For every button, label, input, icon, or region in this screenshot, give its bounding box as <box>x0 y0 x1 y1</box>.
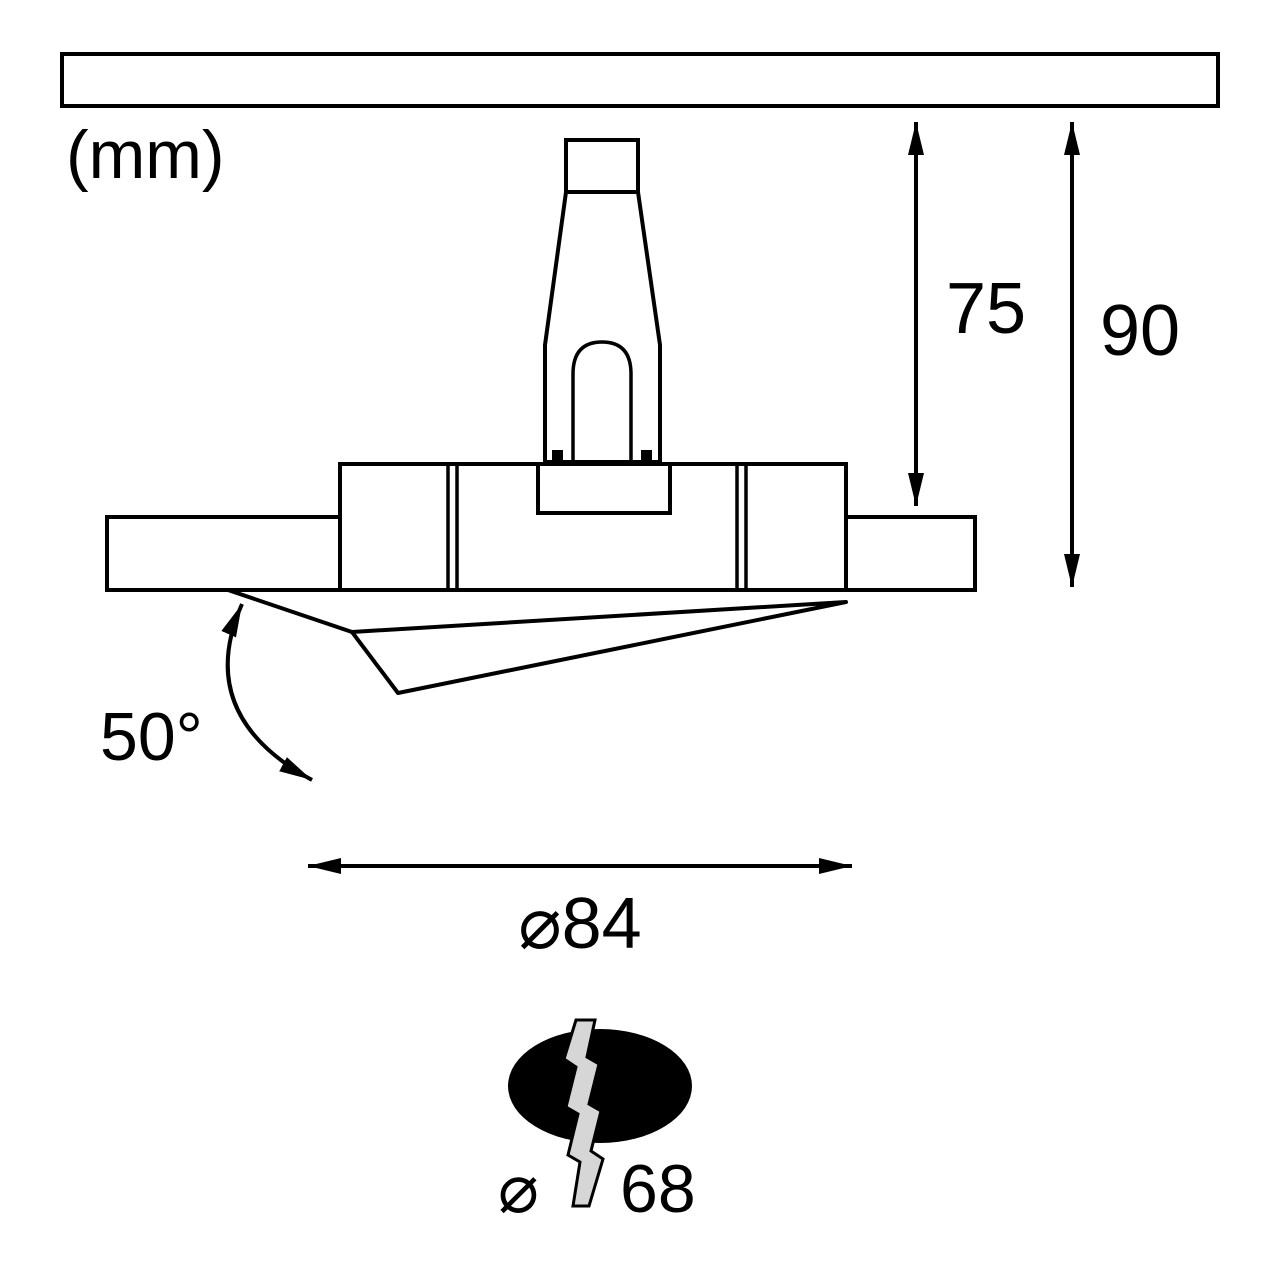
tilt-angle-label: 50° <box>100 699 203 775</box>
cutout-symbol: ⌀ 68 <box>498 1018 696 1227</box>
dimension-75: 75 <box>908 122 1026 506</box>
cutout-hole <box>508 1029 692 1143</box>
cable-clamp <box>564 138 640 194</box>
outer-diameter-label: ⌀84 <box>518 884 641 964</box>
ceiling-panel <box>60 52 1220 108</box>
dimension-90-label: 90 <box>1100 291 1180 371</box>
lightning-bolt-icon <box>562 1018 605 1208</box>
tilt-angle-arc <box>221 603 313 782</box>
trim-flange-left <box>105 515 342 592</box>
trim-flange-right <box>844 515 977 592</box>
fixture-cross-section <box>105 138 977 695</box>
dimension-75-label: 75 <box>946 269 1026 349</box>
unit-label: (mm) <box>66 117 225 193</box>
outer-diameter: ⌀84 <box>308 858 852 964</box>
connector-foot-right <box>641 450 652 464</box>
tilted-lamp-face <box>350 600 848 695</box>
cutout-diameter-label: 68 <box>620 1151 696 1227</box>
dimension-90: 90 <box>1064 122 1180 587</box>
connector-foot-left <box>552 450 563 464</box>
cutout-diameter-symbol: ⌀ <box>498 1151 539 1227</box>
trim-bevel-left <box>227 588 353 634</box>
connector-pedestal <box>536 462 672 515</box>
tilt-angle: 50° <box>100 603 313 782</box>
connector-housing <box>543 190 662 464</box>
cable-slot <box>571 340 633 462</box>
